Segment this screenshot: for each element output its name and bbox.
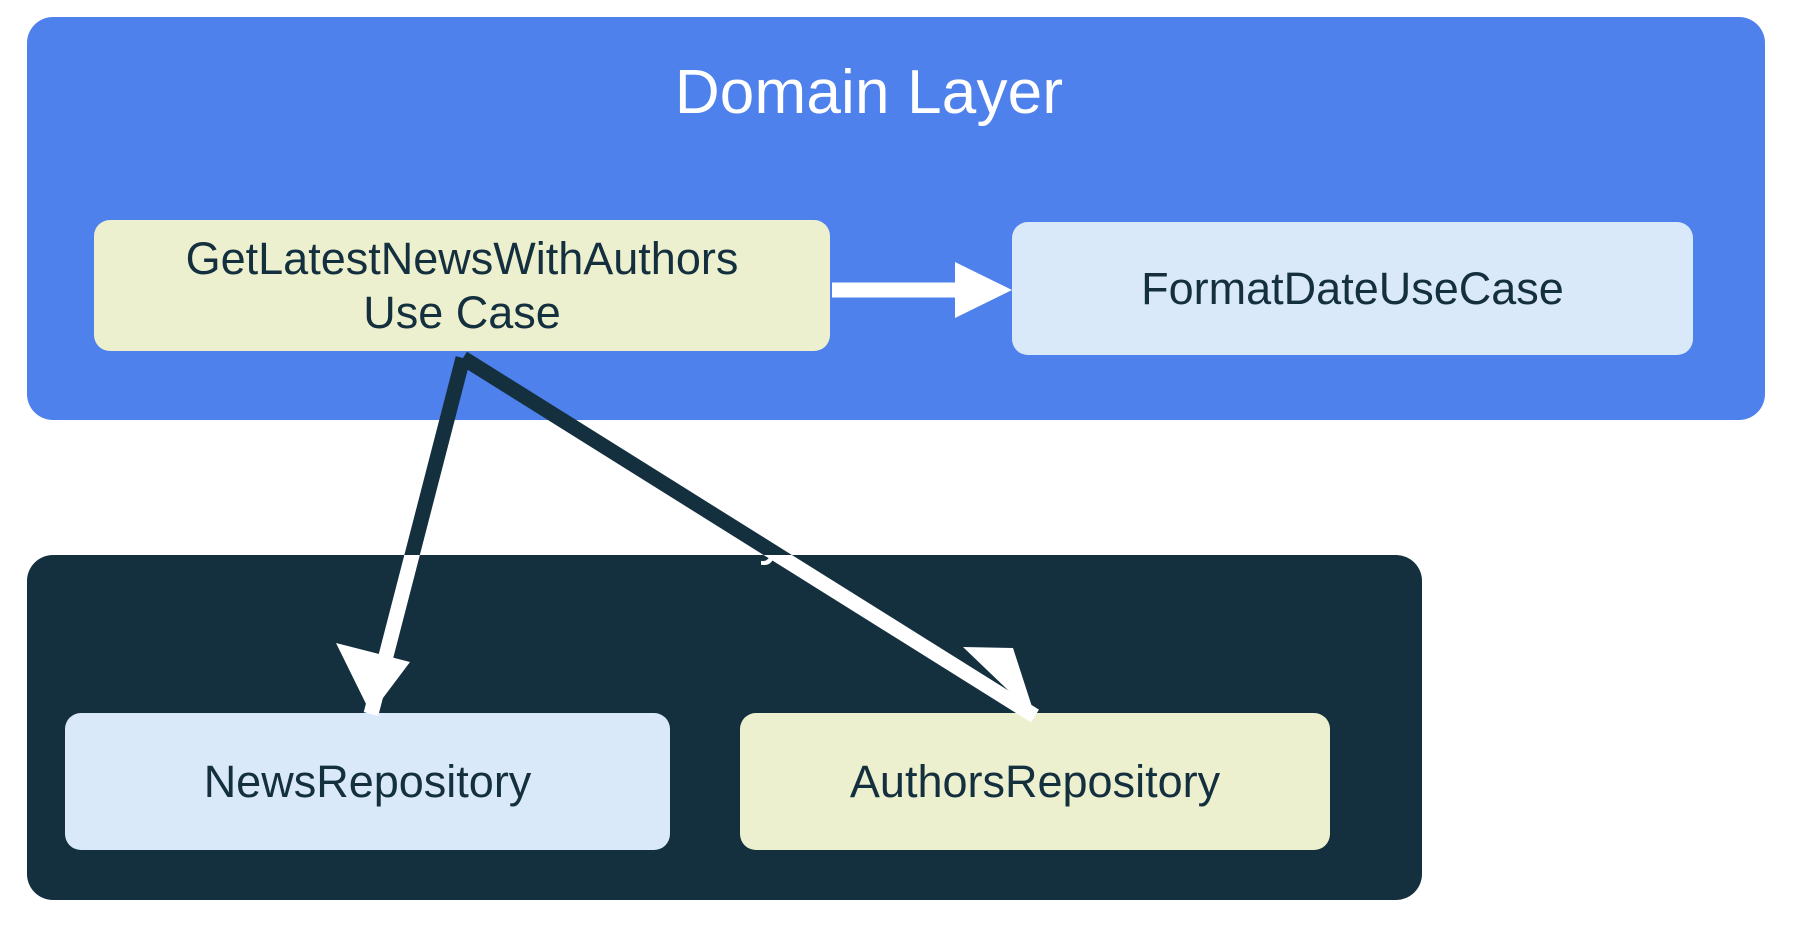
node-format-date-use-case-label: FormatDateUseCase <box>1141 262 1564 314</box>
node-news-repository[interactable]: NewsRepository <box>65 713 670 850</box>
node-news-repository-label: NewsRepository <box>203 755 532 807</box>
node-format-date-use-case[interactable]: FormatDateUseCase <box>1012 222 1693 355</box>
domain-layer-title: Domain Layer <box>674 58 1064 127</box>
node-get-latest-news-with-authors-use-case[interactable]: GetLatestNewsWithAuthors Use Case <box>94 220 830 351</box>
data-layer-title: Data Layer <box>554 501 841 566</box>
node-authors-repository[interactable]: AuthorsRepository <box>740 713 1330 850</box>
node-authors-repository-label: AuthorsRepository <box>849 755 1221 807</box>
node-get-latest-news-with-authors-use-case-label: GetLatestNewsWithAuthors Use Case <box>185 233 739 338</box>
